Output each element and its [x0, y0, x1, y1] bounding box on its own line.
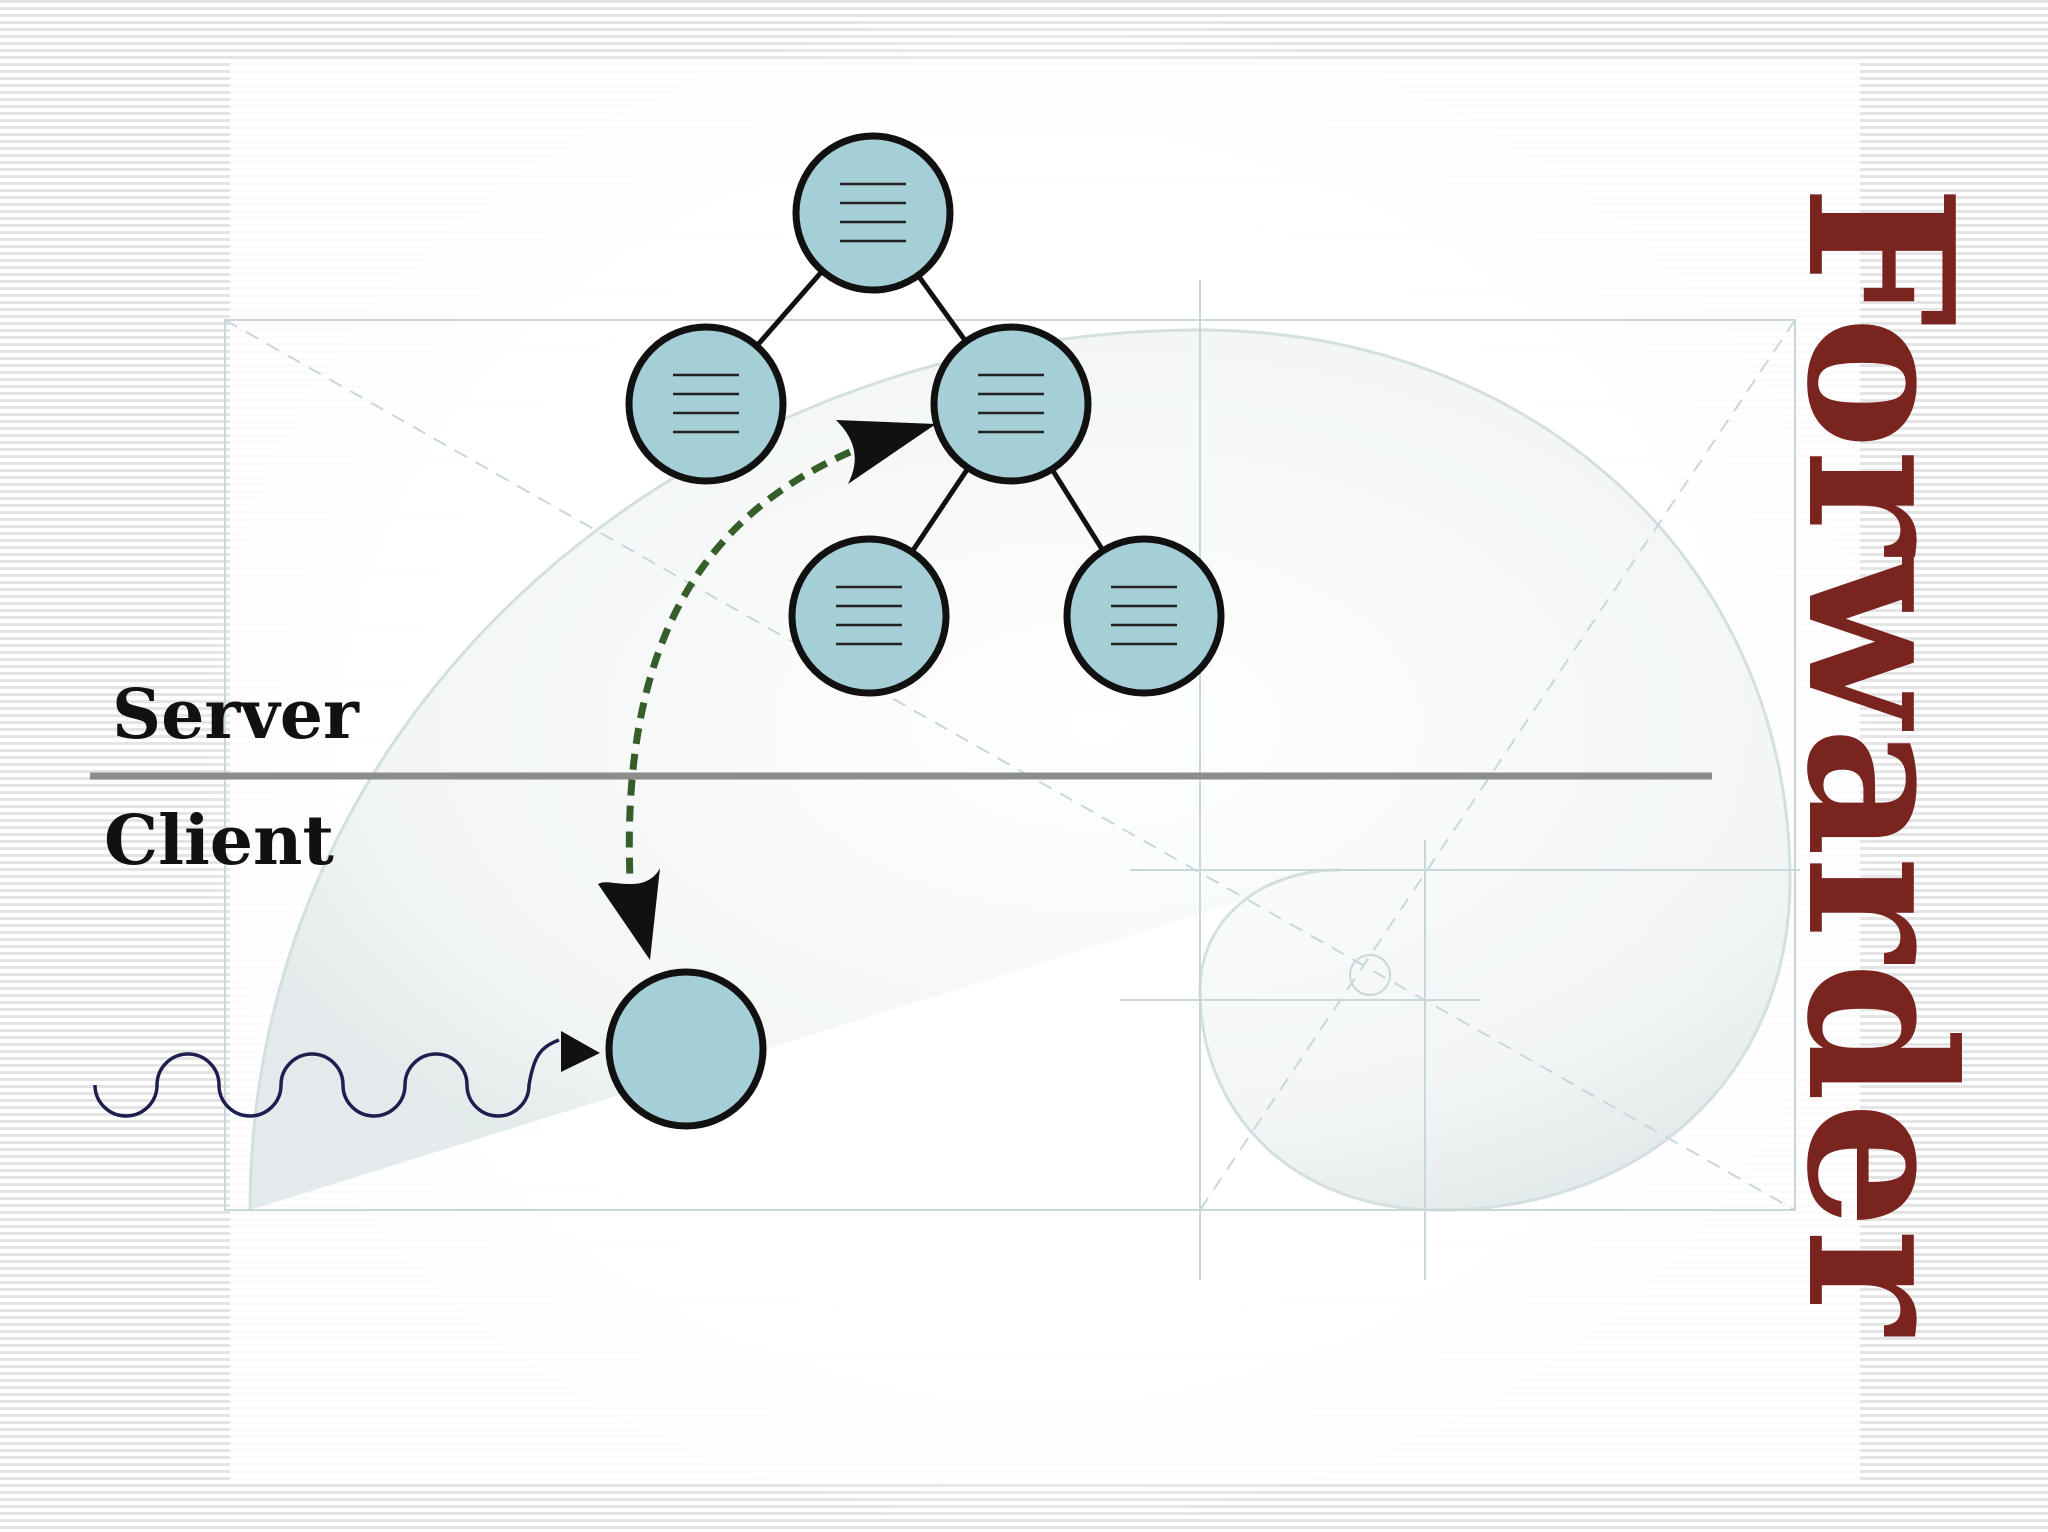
dashed-arrow-path [625, 448, 852, 881]
guide-frame [224, 319, 1796, 1211]
arrowhead-icon [598, 868, 660, 960]
guide-diagonal-1 [224, 319, 1796, 1211]
guide-diagonal-2 [1199, 319, 1796, 1211]
tree-edges [754, 269, 1106, 554]
node-circle [625, 323, 787, 485]
input-wave [93, 1031, 600, 1118]
document-lines-icon [840, 182, 906, 243]
arrowhead-icon [836, 420, 936, 484]
document-lines-icon [836, 585, 902, 646]
node-circle [1063, 535, 1225, 697]
tree-edge [916, 273, 968, 344]
tree-node-client-node [605, 968, 767, 1130]
client-node [605, 968, 767, 1130]
wave-line [93, 1038, 560, 1118]
tree-node-right-child [930, 323, 1092, 485]
node-circle [792, 132, 954, 294]
arrowhead-icon [561, 1031, 600, 1072]
forward-arrow [598, 420, 936, 960]
tree-edge [909, 466, 971, 554]
tree-edge [754, 269, 825, 348]
tree-edge [1049, 467, 1106, 553]
document-lines-icon [1111, 585, 1177, 646]
guide-small-circle [1349, 954, 1391, 996]
document-lines-icon [978, 373, 1044, 434]
client-label: Client [104, 801, 334, 881]
tree-node-left-child [625, 323, 787, 485]
tree-nodes [625, 132, 1225, 697]
tree-node-right-right-grandchild [1063, 535, 1225, 697]
tree-node-right-left-grandchild [788, 535, 950, 697]
node-circle [930, 323, 1092, 485]
node-circle [605, 968, 767, 1130]
tree-node-root [792, 132, 954, 294]
document-lines-icon [673, 373, 739, 434]
server-label: Server [112, 675, 360, 755]
forwarder-title: Forwarder [1762, 185, 1997, 1337]
node-circle [788, 535, 950, 697]
